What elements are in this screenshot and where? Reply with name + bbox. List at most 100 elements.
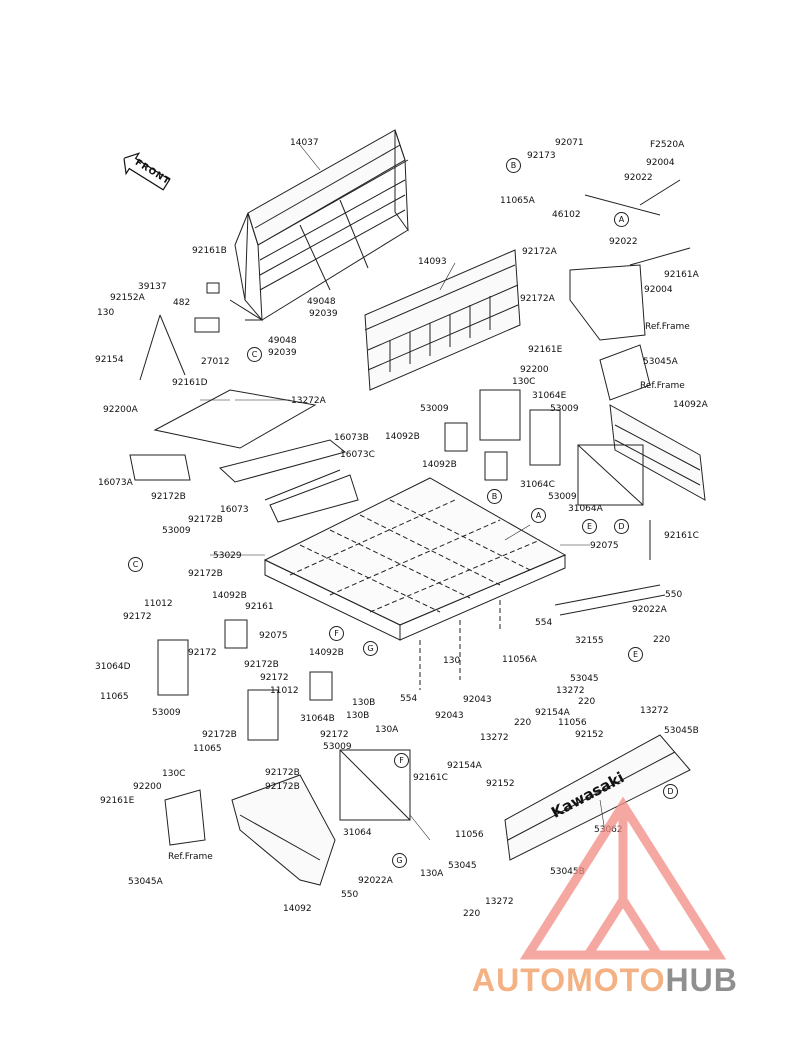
part-label: 39137 — [138, 282, 167, 292]
part-label: 53045A — [643, 357, 678, 367]
part-label: 92172B — [244, 660, 279, 670]
left-side-panel — [231, 774, 336, 886]
part-label: 31064 — [343, 828, 372, 838]
part-label: 92200 — [520, 365, 549, 375]
part-label: 92200A — [103, 405, 138, 415]
part-label: 53029 — [213, 551, 242, 561]
part-label: 16073B — [334, 433, 369, 443]
part-label: 13272 — [556, 686, 585, 696]
part-label: 31064A — [568, 504, 603, 514]
part-label: 92022A — [632, 605, 667, 615]
latch-frames — [157, 389, 644, 821]
front-guard-panel — [364, 249, 521, 391]
ref-frame-label: Ref.Frame — [645, 322, 690, 332]
part-label: 92075 — [590, 541, 619, 551]
part-label: 92172 — [320, 730, 349, 740]
part-label: 16073C — [340, 450, 375, 460]
part-label: 92043 — [435, 711, 464, 721]
front-direction-arrow: FRONT — [117, 146, 176, 197]
part-label: 53009 — [162, 526, 191, 536]
right-side-panel — [609, 404, 706, 501]
part-label: 92152A — [110, 293, 145, 303]
part-label: 92172B — [188, 515, 223, 525]
part-label: 554 — [400, 694, 418, 704]
callout-c: C — [128, 557, 143, 572]
part-label: 92152 — [486, 779, 515, 789]
part-label: 92004 — [644, 285, 673, 295]
callout-g: G — [392, 853, 407, 868]
part-label: 32155 — [575, 636, 604, 646]
part-label: 92022 — [609, 237, 638, 247]
part-label: 130B — [346, 711, 370, 721]
part-label: 130B — [352, 698, 376, 708]
part-label: 11012 — [270, 686, 299, 696]
part-label: 92075 — [259, 631, 288, 641]
callout-d: D — [663, 784, 678, 799]
part-label: 130 — [97, 308, 115, 318]
part-label: 92022 — [624, 173, 653, 183]
part-label: 92172A — [522, 247, 557, 257]
callout-f: F — [329, 626, 344, 641]
part-label: 53045 — [570, 674, 599, 684]
part-label: 92161C — [413, 773, 448, 783]
part-label: 53045A — [128, 877, 163, 887]
part-label: 13272 — [640, 706, 669, 716]
part-label: 11056 — [455, 830, 484, 840]
part-label: 130C — [512, 377, 536, 387]
cargo-bed — [263, 477, 567, 690]
part-label: 130 — [443, 656, 461, 666]
watermark-logo — [519, 796, 727, 960]
part-label: 220 — [653, 635, 671, 645]
part-label: 92152 — [575, 730, 604, 740]
part-label: 92172B — [202, 730, 237, 740]
part-label: 92161E — [528, 345, 563, 355]
part-label: 53045B — [664, 726, 699, 736]
part-label: 11056A — [502, 655, 537, 665]
rear-guard-rack — [229, 129, 409, 322]
callout-e: E — [628, 647, 643, 662]
part-label: 46102 — [552, 210, 581, 220]
ref-frame-label: Ref.Frame — [168, 852, 213, 862]
part-label: 11012 — [144, 599, 173, 609]
part-label: 482 — [173, 298, 191, 308]
part-label: 92039 — [268, 348, 297, 358]
part-label: 14092B — [385, 432, 420, 442]
part-label: 130A — [420, 869, 444, 879]
part-label: 53009 — [550, 404, 579, 414]
part-label: 49048 — [268, 336, 297, 346]
part-label: 16073A — [98, 478, 133, 488]
watermark-text: AUTOMOTOHUB — [472, 962, 738, 998]
part-label: 53045B — [550, 867, 585, 877]
part-label: 92161D — [172, 378, 208, 388]
part-label: 92004 — [646, 158, 675, 168]
part-label: 92154 — [95, 355, 124, 365]
part-label: 92022A — [358, 876, 393, 886]
callout-e: E — [582, 519, 597, 534]
part-label: 53045 — [448, 861, 477, 871]
part-label: 14092A — [673, 400, 708, 410]
ref-frame-label: Ref.Frame — [640, 381, 685, 391]
part-label: 92071 — [555, 138, 584, 148]
part-label: 11065 — [100, 692, 129, 702]
stays-and-rods — [139, 179, 691, 616]
part-label: 14092B — [212, 591, 247, 601]
callout-g: G — [363, 641, 378, 656]
part-label: 13272 — [480, 733, 509, 743]
part-label: 92039 — [309, 309, 338, 319]
part-label: 92161C — [664, 531, 699, 541]
part-label: 14093 — [418, 257, 447, 267]
part-label: 92154A — [447, 761, 482, 771]
part-label: 92172 — [123, 612, 152, 622]
part-label: 16073 — [220, 505, 249, 515]
part-label: 31064E — [532, 391, 567, 401]
bed-mats — [129, 389, 359, 523]
part-label: 53009 — [548, 492, 577, 502]
part-label: 92161E — [100, 796, 135, 806]
part-label: 92154A — [535, 708, 570, 718]
part-label: 220 — [514, 718, 532, 728]
part-label: 130A — [375, 725, 399, 735]
part-label: 92161 — [245, 602, 274, 612]
part-label: 31064D — [95, 662, 131, 672]
callout-a: A — [531, 508, 546, 523]
callout-c: C — [247, 347, 262, 362]
